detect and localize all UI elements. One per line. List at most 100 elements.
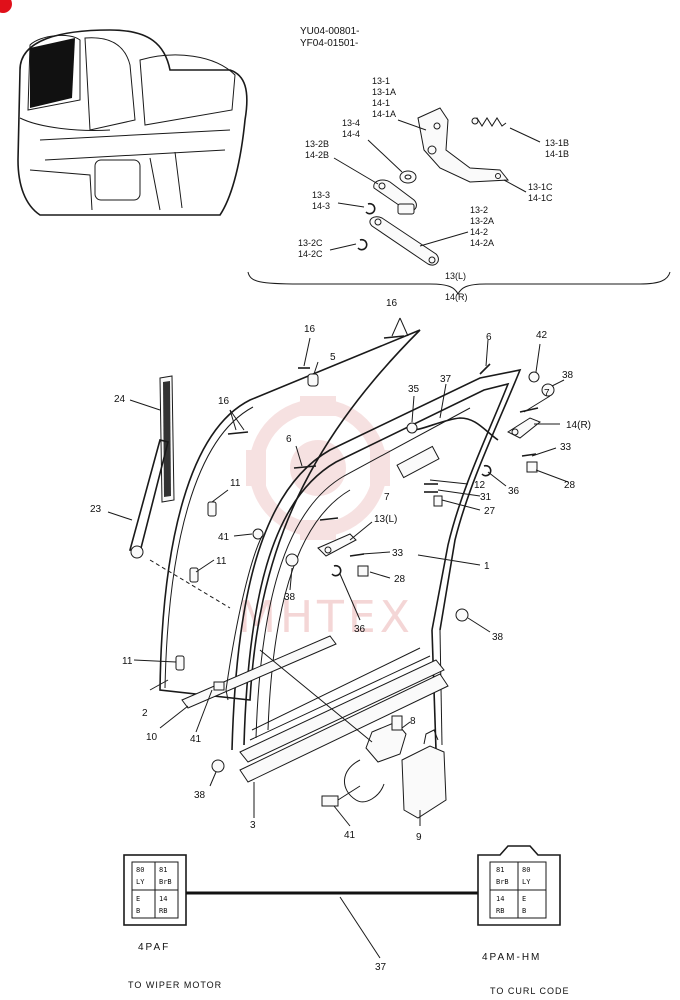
callout-42: 42 [536,330,548,341]
svg-text:13-4: 13-4 [342,118,360,128]
svg-text:13-2: 13-2 [470,205,488,215]
bumper-38-icon [285,553,299,567]
callout-3: 3 [250,820,256,831]
callout-38: 38 [492,632,504,643]
callout-6: 6 [286,434,292,445]
callout-leader-37 [339,896,381,959]
svg-text:RB: RB [496,907,504,915]
bumper-38-icon [211,759,225,773]
pins [227,335,539,557]
svg-text:80: 80 [522,866,530,874]
lower-rail [239,659,449,783]
svg-text:LY: LY [522,878,531,886]
callout-7: 7 [544,388,550,399]
callout-6: 6 [486,332,492,343]
clamp-35-icon [406,422,418,434]
link-arm-icon [373,179,417,215]
motor-leader [259,649,373,743]
label-stack-13-2: 13-2 13-2A 14-2 14-2A [470,205,494,248]
cab-thumbnail-icon [17,29,248,216]
connector-right-caption: TO CURL CODE [490,986,570,996]
label-stack-13-2c: 13-2C 14-2C [298,238,323,259]
bumper-38-icon [455,608,469,622]
callout-36: 36 [508,486,520,497]
callout-35: 35 [408,384,420,395]
lower-link-icon [369,216,439,266]
washer-tank-icon [401,729,447,819]
corner-badge-icon [0,0,12,13]
callout-23: 23 [90,504,102,515]
callout-8: 8 [410,716,416,727]
svg-text:14-2: 14-2 [470,227,488,237]
wiper-arm-icon [129,439,231,609]
callout-7: 7 [384,492,390,503]
callout-2: 2 [142,708,148,719]
callout-16: 16 [386,298,398,309]
svg-text:B: B [136,907,140,915]
watermark-logo-icon [246,396,390,540]
svg-text:80: 80 [136,866,144,874]
callout-38: 38 [562,370,574,381]
callout-11: 11 [230,478,241,489]
label-stack-13-1c: 13-1C 14-1C [528,182,553,203]
svg-text:E: E [136,895,140,903]
callout-31: 31 [480,492,492,503]
callout-36: 36 [354,624,366,635]
svg-text:14-1B: 14-1B [545,149,569,159]
label-stack-13-1: 13-1 13-1A 14-1 14-1A [372,76,396,119]
clamp-41-icon [213,681,225,691]
serial-number: YF04-01501- [300,38,358,49]
connector-left-caption: TO WIPER MOTOR [128,980,222,990]
callout-13l: 13(L) [374,514,397,525]
callout-16: 16 [304,324,316,335]
svg-text:14: 14 [496,895,504,903]
callout-41: 41 [218,532,230,543]
group-brace [247,271,671,296]
callout-37: 37 [440,374,452,385]
lower-sill [249,647,431,741]
latch-14r-icon [481,417,541,477]
clip-11-icon [207,501,217,517]
clip-11-icon [189,567,199,583]
svg-text:14-1A: 14-1A [372,109,396,119]
callout-28: 28 [564,480,576,491]
callout-28: 28 [394,574,406,585]
svg-text:14-2A: 14-2A [470,238,494,248]
svg-text:13-2A: 13-2A [470,216,494,226]
svg-text:14-4: 14-4 [342,129,360,139]
svg-text:13-2B: 13-2B [305,139,329,149]
svg-text:14-3: 14-3 [312,201,330,211]
bracket-plate-icon [417,107,509,183]
svg-text:LY: LY [136,878,145,886]
clamp-41-icon [252,528,264,540]
callout-9: 9 [416,832,422,843]
connector-left-name: 4PAF [138,942,170,953]
svg-text:14-1C: 14-1C [528,193,553,203]
svg-text:14-2C: 14-2C [298,249,323,259]
svg-text:E: E [522,895,526,903]
wiper-motor-icon [321,715,407,807]
group-label-right: 14(R) [445,292,468,302]
svg-text:BrB: BrB [496,878,509,886]
callout-38: 38 [284,592,296,603]
nut-42-icon [528,371,540,383]
callout-5: 5 [330,352,336,363]
callout-38: 38 [194,790,206,801]
stopper-5-icon [307,373,319,387]
callout-33: 33 [392,548,404,559]
group-label-left: 13(L) [445,271,466,281]
label-stack-13-4: 13-4 14-4 [342,118,360,139]
front-glass-panel [159,329,421,701]
connector-4paf: 80 LY 81 BrB E B 14 RB [123,854,187,926]
svg-text:13-1C: 13-1C [528,182,553,192]
detail-leaders [329,119,527,251]
svg-text:13-1B: 13-1B [545,138,569,148]
svg-text:13-3: 13-3 [312,190,330,200]
svg-text:RB: RB [159,907,167,915]
callout-1: 1 [484,561,490,572]
callout-14r: 14(R) [566,420,591,431]
callout-41: 41 [190,734,202,745]
label-stack-13-1b: 13-1B 14-1B [545,138,569,159]
clip-11-icon [175,655,185,671]
svg-text:13-1A: 13-1A [372,87,396,97]
